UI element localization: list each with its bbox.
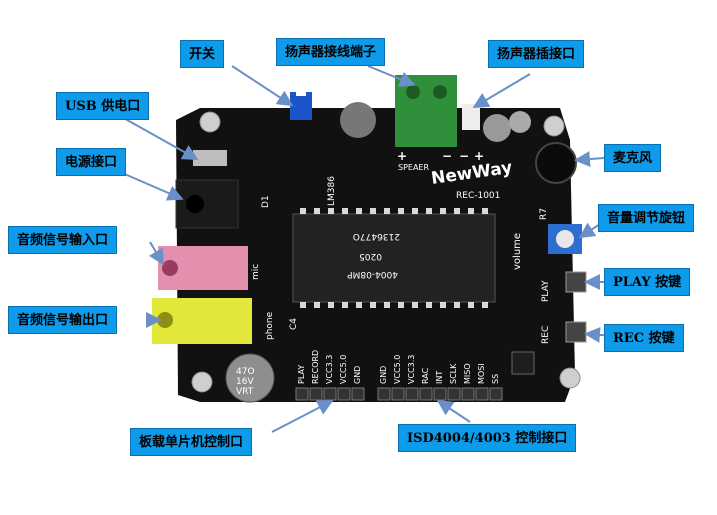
- arrow-speaker-socket: [472, 73, 531, 109]
- isd-pin-header: [377, 387, 503, 401]
- isd-pin-labels: GND VCC5.0 VCC3.3 RAC INT SCLK MISO MOSI…: [379, 355, 500, 384]
- arrow-mcu: [271, 400, 334, 433]
- chip-pins: [300, 208, 488, 308]
- power-jack: [175, 179, 239, 229]
- pin-label: RECORD: [311, 350, 320, 384]
- mcu-pin-header: [295, 387, 365, 401]
- mount-hole: [199, 111, 221, 133]
- callout-speaker-socket: 扬声器插接口: [488, 40, 585, 68]
- pin-label: MOSI: [477, 363, 486, 384]
- pin-label: VCC5.0: [339, 355, 348, 384]
- capacitor: [509, 111, 531, 133]
- mic-label: mic: [251, 264, 261, 280]
- pin-label: VCC3.3: [325, 355, 334, 384]
- microphone-capsule: [535, 142, 577, 184]
- capacitor: [483, 114, 511, 142]
- rec-button: [565, 321, 587, 343]
- slide-switch-knob: [296, 86, 306, 96]
- mount-hole: [191, 371, 213, 393]
- callout-power-jack: 电源接口: [56, 148, 127, 176]
- pin-label: RAC: [421, 367, 430, 384]
- callout-switch: 开关: [180, 40, 225, 68]
- cap-rating-1: 47O: [236, 367, 255, 377]
- pin-label: PLAY: [297, 365, 306, 384]
- audio-in-hole: [162, 260, 178, 276]
- callout-audio-in: 音频信号输入口: [8, 226, 118, 254]
- speaker-label: SPEAER: [398, 163, 429, 172]
- power-jack-hole: [186, 195, 204, 213]
- terminal-screw: [433, 85, 447, 99]
- d1-label: D1: [261, 195, 271, 208]
- mcu-pin-labels: PLAY RECORD VCC3.3 VCC5.0 GND: [297, 350, 362, 384]
- socket-minus-label: −: [459, 149, 469, 163]
- slide-switch: [290, 92, 312, 120]
- small-ic: [511, 351, 535, 375]
- cap-rating-3: VRT: [236, 387, 254, 397]
- callout-rec-key: REC 按键: [604, 324, 684, 352]
- arrow-isd: [436, 399, 471, 423]
- mount-hole: [559, 367, 581, 389]
- rec-label: REC: [541, 326, 551, 344]
- arrow-mic: [574, 151, 605, 168]
- capacitor: [340, 102, 376, 138]
- arrow-switch: [231, 65, 294, 107]
- c4-label: C4: [289, 318, 299, 330]
- big-capacitor: [225, 353, 275, 403]
- cap-rating-2: 16V: [236, 377, 254, 387]
- volume-pot-knob: [556, 230, 574, 248]
- callout-microphone: 麦克风: [604, 144, 662, 172]
- pin-label: VCC5.0: [393, 355, 402, 384]
- pin-label: GND: [353, 366, 362, 384]
- isd4004-chip: [292, 213, 496, 303]
- pin-label: SS: [491, 374, 500, 384]
- usb-connector: [193, 150, 227, 166]
- socket-plus-label: +: [474, 149, 484, 163]
- r7-label: R7: [539, 208, 549, 220]
- model-label: REC-1001: [456, 191, 500, 201]
- pin-label: GND: [379, 366, 388, 384]
- pin-label: VCC3.3: [407, 355, 416, 384]
- mount-hole: [543, 115, 565, 137]
- play-button: [565, 271, 587, 293]
- chip-marking-top: 2136477O: [353, 231, 400, 241]
- speaker-minus-label: −: [442, 149, 452, 163]
- arrow-speaker-terminal: [367, 65, 416, 87]
- arrow-usb: [119, 115, 199, 160]
- callout-mcu-header: 板载单片机控制口: [130, 428, 253, 456]
- callout-audio-out: 音频信号输出口: [8, 306, 118, 334]
- lm386-label: LM386: [327, 176, 337, 206]
- callout-isd-header: ISD4004/4003 控制接口: [398, 424, 577, 452]
- chip-marking-bottom: 4004-08MP: [347, 269, 398, 279]
- volume-label: volume: [512, 233, 523, 270]
- pin-label: MISO: [463, 363, 472, 384]
- phone-label: phone: [265, 311, 275, 340]
- callout-usb-power: USB 供电口: [56, 92, 150, 120]
- speaker-plus-label: +: [397, 149, 407, 163]
- arrow-power: [119, 171, 184, 201]
- terminal-screw: [406, 85, 420, 99]
- pin-label: SCLK: [449, 363, 458, 384]
- chip-marking-mid: 0205: [359, 251, 382, 261]
- callout-play-key: PLAY 按键: [604, 268, 691, 296]
- arrow-audio-in: [148, 241, 165, 266]
- speaker-socket: [462, 104, 480, 130]
- pin-label: INT: [435, 371, 444, 384]
- play-label: PLAY: [541, 280, 551, 302]
- audio-out-hole: [157, 312, 173, 328]
- callout-speaker-terminal: 扬声器接线端子: [276, 38, 386, 66]
- callout-volume-knob: 音量调节旋钮: [598, 204, 695, 232]
- speaker-terminal: [395, 75, 457, 147]
